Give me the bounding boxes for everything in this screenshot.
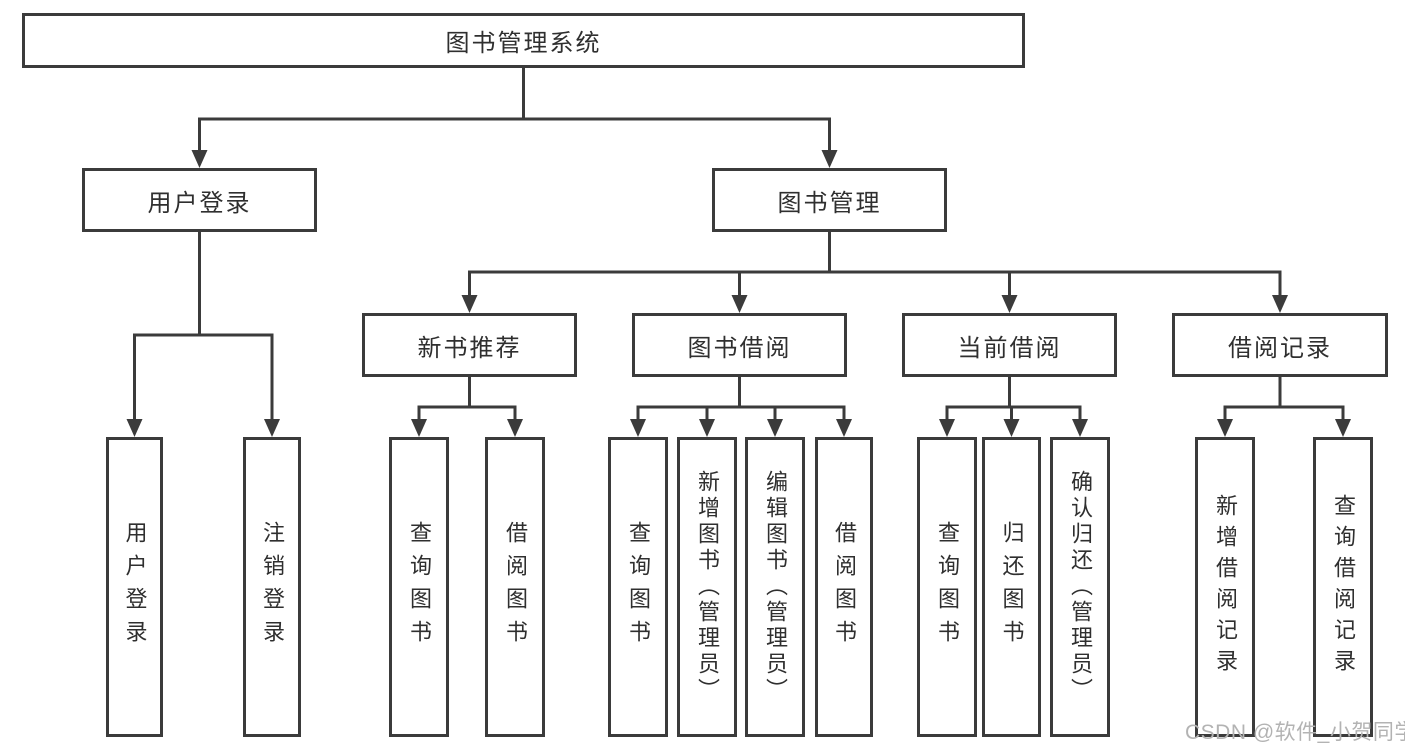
- node-user-login-module: 用户登录: [82, 168, 317, 232]
- leaf-borrow-books: 借阅图书: [815, 437, 873, 737]
- leaf-query-borrow-record: 查询借阅记录: [1313, 437, 1373, 737]
- leaf-label: 借阅图书: [503, 521, 528, 653]
- node-label: 图书管理系统: [445, 30, 602, 57]
- csdn-watermark: CSDN @软件_小贺同学: [1185, 721, 1405, 744]
- leaf-add-borrow-record: 新增借阅记录: [1195, 437, 1255, 737]
- node-label: 用户登录: [147, 189, 252, 217]
- leaf-label: 查询借阅记录: [1331, 494, 1356, 680]
- leaf-label: 查询图书: [626, 521, 651, 653]
- leaf-add-books-admin: 新增图书（管理员）: [677, 437, 737, 737]
- leaf-query-books-borrow: 查询图书: [608, 437, 668, 737]
- leaf-label: 归还图书: [999, 521, 1025, 653]
- node-label: 图书借阅: [687, 334, 792, 362]
- node-label: 新书推荐: [417, 334, 522, 362]
- leaf-query-books-current: 查询图书: [917, 437, 977, 737]
- leaf-query-books-recommend: 查询图书: [389, 437, 449, 737]
- leaf-label: 用户登录: [122, 521, 148, 653]
- node-book-management: 图书管理: [712, 168, 947, 232]
- node-new-book-recommendation: 新书推荐: [362, 313, 577, 377]
- leaf-borrow-books-recommend: 借阅图书: [485, 437, 545, 737]
- leaf-confirm-return-admin: 确认归还（管理员）: [1050, 437, 1110, 737]
- node-borrowing-records: 借阅记录: [1172, 313, 1388, 377]
- node-current-borrowing: 当前借阅: [902, 313, 1117, 377]
- leaf-label: 新增图书（管理员）: [695, 470, 720, 704]
- node-book-borrowing: 图书借阅: [632, 313, 847, 377]
- leaf-label: 注销登录: [260, 521, 285, 653]
- node-label: 图书管理: [777, 189, 882, 217]
- leaf-user-login: 用户登录: [106, 437, 163, 737]
- leaf-label: 确认归还（管理员）: [1068, 470, 1093, 704]
- leaf-label: 编辑图书（管理员）: [763, 470, 788, 704]
- leaf-label: 查询图书: [407, 521, 432, 653]
- leaf-label: 查询图书: [935, 521, 960, 653]
- leaf-label: 借阅图书: [832, 521, 857, 653]
- leaf-return-books: 归还图书: [982, 437, 1041, 737]
- node-root-system: 图书管理系统: [22, 13, 1025, 68]
- node-label: 借阅记录: [1228, 334, 1332, 362]
- leaf-label: 新增借阅记录: [1213, 494, 1238, 680]
- leaf-logout: 注销登录: [243, 437, 301, 737]
- node-label: 当前借阅: [957, 334, 1062, 362]
- leaf-edit-books-admin: 编辑图书（管理员）: [745, 437, 805, 737]
